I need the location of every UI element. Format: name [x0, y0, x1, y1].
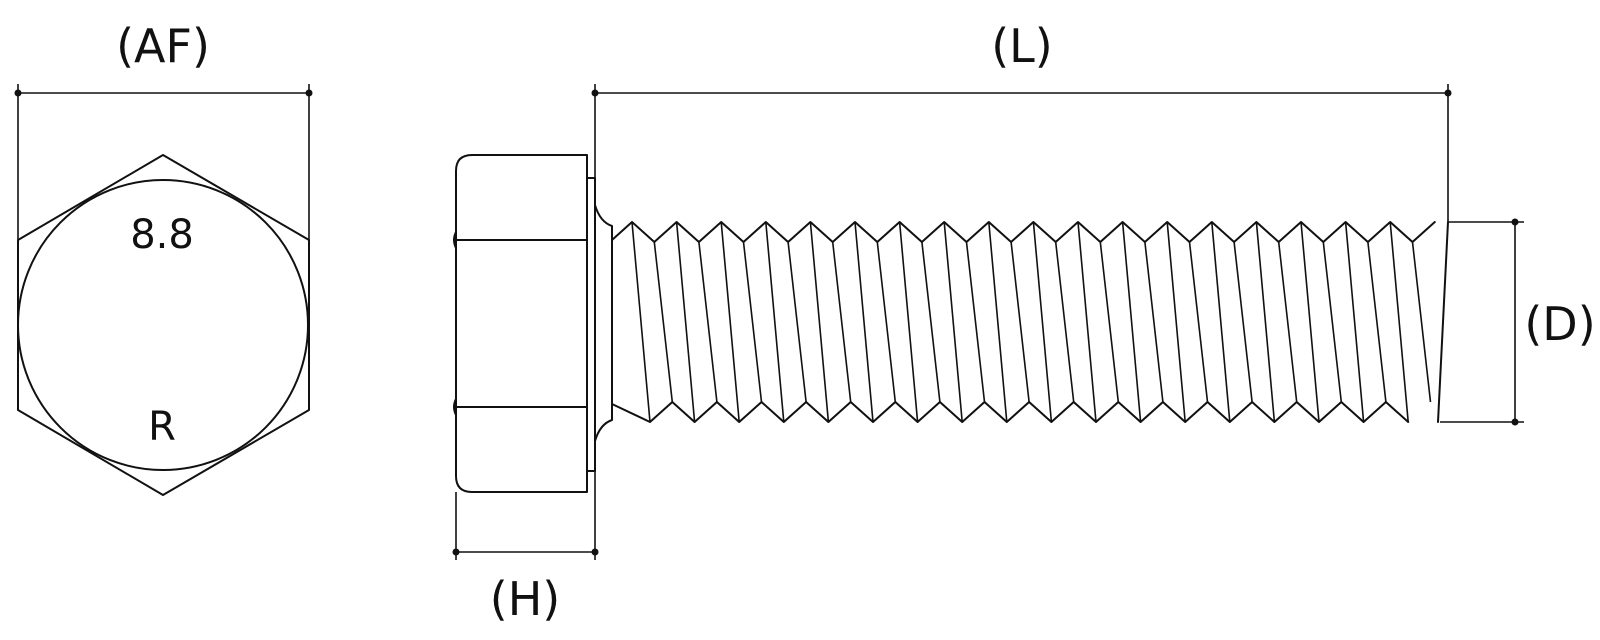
thread-crest-line	[898, 221, 919, 423]
thread-crest-line	[988, 221, 1008, 423]
thread-crest-line	[1211, 221, 1231, 423]
l-dimension: (L)	[591, 19, 1452, 222]
thread-crest-line	[720, 221, 740, 423]
maker-marking: R	[148, 404, 176, 450]
thread-root-line	[742, 241, 763, 403]
thread-root-line	[1367, 241, 1387, 403]
shank-end	[1437, 221, 1449, 423]
thread-crest-line	[1121, 221, 1142, 423]
grade-marking: 8.8	[130, 212, 194, 258]
thread-crest-line	[675, 221, 696, 423]
thread-root-line	[965, 241, 986, 403]
thread-top-profile	[611, 221, 1436, 243]
thread-root-line	[1010, 241, 1030, 403]
h-dimension: (H)	[452, 471, 599, 626]
thread-crest-line	[1032, 221, 1053, 423]
thread-crest-line	[1389, 221, 1409, 423]
thread-crest-line	[943, 221, 963, 423]
washer-face	[586, 177, 596, 472]
thread-crest-line	[765, 221, 785, 423]
thread-root-line	[1322, 241, 1343, 403]
hex-head-side	[455, 154, 588, 493]
thread-crest-line	[631, 221, 651, 423]
thread-root-line	[1054, 241, 1075, 403]
thread-root-line	[1144, 241, 1164, 403]
thread-root-line	[876, 241, 897, 403]
l-label: (L)	[991, 19, 1053, 73]
thread-root-line	[698, 241, 718, 403]
thread-root-line	[787, 241, 807, 403]
bearing-face-circle	[17, 179, 309, 471]
d-dimension: (D)	[1440, 218, 1596, 426]
thread-helix-lines	[631, 221, 1432, 423]
thread-crest-line	[854, 221, 874, 423]
thread-bottom-profile	[611, 401, 1410, 423]
af-dimension: (AF)	[14, 19, 313, 240]
thread-root-line	[1233, 241, 1253, 403]
thread-root-line	[1188, 241, 1209, 403]
h-label: (H)	[490, 572, 560, 626]
side-view	[453, 154, 1449, 493]
head-view: 8.8 R	[17, 154, 310, 496]
af-label: (AF)	[116, 19, 210, 73]
thread-root-line	[1277, 241, 1298, 403]
thread-crest-line	[1166, 221, 1186, 423]
d-label: (D)	[1524, 297, 1595, 351]
thread-root-line	[653, 241, 674, 403]
thread-crest-line	[1255, 221, 1276, 423]
thread-root-line	[1411, 241, 1432, 403]
thread-crest-line	[1344, 221, 1365, 423]
thread-crest-line	[1300, 221, 1320, 423]
thread-root-line	[831, 241, 852, 403]
thread-crest-line	[809, 221, 830, 423]
thread-crest-line	[1077, 221, 1097, 423]
thread-root-line	[1099, 241, 1120, 403]
thread-root-line	[921, 241, 941, 403]
